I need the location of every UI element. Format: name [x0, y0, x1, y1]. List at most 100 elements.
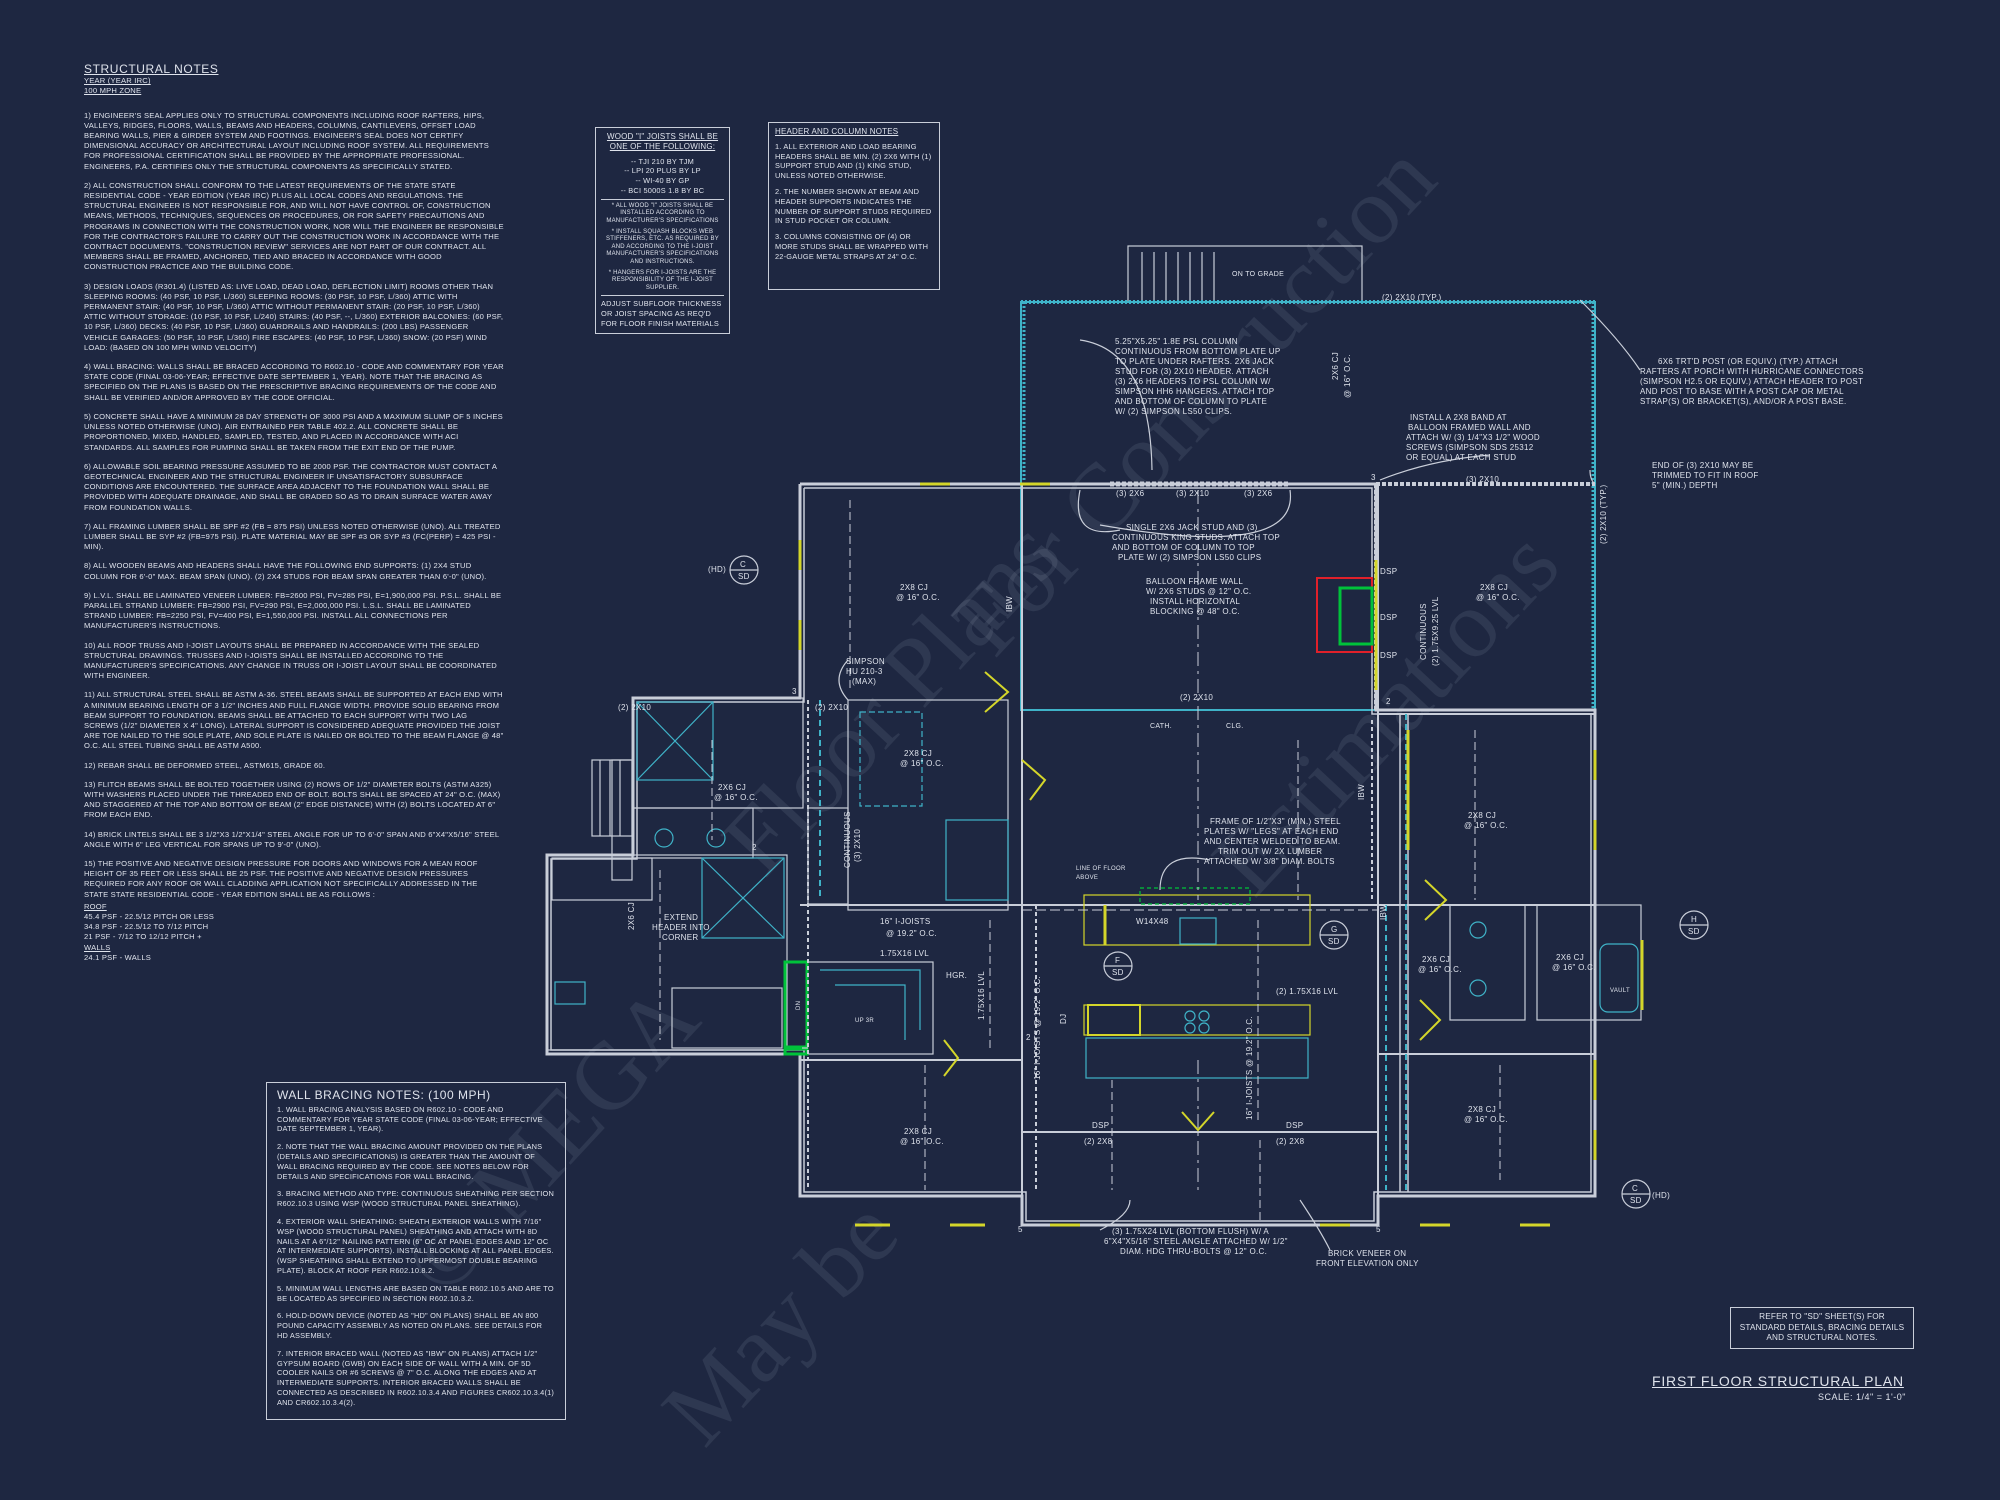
- note-paragraph: 15) THE POSITIVE AND NEGATIVE DESIGN PRE…: [84, 859, 478, 899]
- refer-sd-note: REFER TO "SD" SHEET(S) FOR STANDARD DETA…: [1730, 1307, 1914, 1349]
- wall-bracing-title: WALL BRACING NOTES: (100 MPH): [277, 1088, 491, 1102]
- lvl-label: (2) 1.75x16 LVL: [1276, 987, 1338, 996]
- stud-count: 5: [1018, 1225, 1023, 1234]
- simpson-label: SIMPSON: [846, 657, 885, 666]
- header-label: (3) 2x6: [1244, 489, 1273, 498]
- extend-header-note: EXTEND: [664, 913, 698, 922]
- psl-column-note: (3) 2x6 HEADERS TO PSL COLUMN W/: [1115, 377, 1271, 386]
- post-note: RAFTERS AT PORCH WITH HURRICANE CONNECTO…: [1640, 367, 1864, 376]
- joist-note: * HANGERS FOR I-JOISTS ARE THE RESPONSIB…: [601, 270, 724, 297]
- i-joist-vertical: 16" I-JOISTS @ 19.2" O.C.: [1033, 976, 1042, 1080]
- stud-count: 3: [792, 687, 797, 696]
- balloon-note: INSTALL HORIZONTAL: [1150, 597, 1240, 606]
- cj-spacing: @ 16" O.C.: [714, 793, 758, 802]
- cj-spacing: @ 16" O.C.: [896, 593, 940, 602]
- steel-beam-label: W14x48: [1136, 917, 1169, 926]
- header-label: (3) 2x6: [1116, 489, 1145, 498]
- jack-stud-note: SINGLE 2x6 JACK STUD AND (3): [1126, 523, 1258, 532]
- walls-line: 24.1 PSF - WALLS: [84, 952, 152, 962]
- h-label: H: [1691, 915, 1697, 924]
- band-note: SCREWS (SIMPSON SDS 25312: [1406, 443, 1534, 452]
- floor-line-label: ABOVE: [1076, 875, 1098, 881]
- i-joist-label: 16" I-JOISTS: [880, 917, 930, 926]
- frame-steel-note: FRAME OF 1/2"x3" (MIN.) STEEL: [1210, 817, 1341, 826]
- band-note: INSTALL A 2x8 BAND AT: [1410, 413, 1507, 422]
- simpson-label: HU 210-3: [846, 667, 883, 676]
- post-note: STRAP(S) OR BRACKET(S), AND/OR A POST BA…: [1640, 397, 1847, 406]
- bracing-paragraph: 3. BRACING METHOD AND TYPE: CONTINUOUS S…: [277, 1189, 555, 1209]
- balloon-note: BALLOON FRAME WALL: [1146, 577, 1243, 586]
- bracing-paragraph: 7. INTERIOR BRACED WALL (NOTED AS "IBW" …: [277, 1348, 555, 1407]
- i-joist-spacing: @ 19.2" O.C.: [886, 929, 937, 938]
- band-note: BALLOON FRAMED WALL AND: [1408, 423, 1531, 432]
- lvl-label: (2) 1.75x9.25 LVL: [1431, 596, 1440, 666]
- beam-label: (2) 2x10: [1180, 693, 1213, 702]
- continuous-label: (3) 2x10: [853, 829, 862, 862]
- g-label: G: [1331, 925, 1338, 934]
- sd-label: SD: [738, 572, 750, 581]
- post-note: AND POST TO BASE WITH A POST CAP OR META…: [1640, 387, 1844, 396]
- cj-label: 2x8 CJ: [1468, 1105, 1496, 1114]
- sheet-scale: SCALE: 1/4" = 1'-0": [1818, 1392, 1906, 1402]
- cj-label: 2x6 CJ: [1556, 953, 1584, 962]
- cj-spacing: @ 16" O.C.: [900, 1137, 944, 1146]
- ibw-label: IBW: [1005, 596, 1014, 612]
- cj-label: 2x8 CJ: [900, 583, 928, 592]
- joist-note: * INSTALL SQUASH BLOCKS WEB STIFFENERS, …: [606, 228, 719, 265]
- hd-label: (HD): [708, 565, 726, 574]
- band-note: ATTACH W/ (3) 1/4"x3 1/2" WOOD: [1406, 433, 1540, 442]
- note-paragraph: 5) CONCRETE SHALL HAVE A MINIMUM 28 DAY …: [84, 411, 503, 452]
- header-column-notes: HEADER AND COLUMN NOTES 1. ALL EXTERIOR …: [768, 122, 940, 290]
- stud-count: 2: [1026, 1033, 1031, 1042]
- post-note: (SIMPSON H2.5 OR EQUIV.) ATTACH HEADER T…: [1640, 377, 1863, 386]
- psl-column-note: W/ (2) SIMPSON LS50 CLIPS.: [1115, 407, 1232, 416]
- dsp-label: DSP: [1380, 567, 1397, 576]
- end-note: END OF (3) 2x10 MAY BE: [1652, 461, 1753, 470]
- note-paragraph: 9) L.V.L. SHALL BE LAMINATED VENEER LUMB…: [84, 590, 502, 631]
- note-paragraph: 3) DESIGN LOADS (R301.4) (LISTED AS: LIV…: [84, 281, 504, 352]
- balloon-note: W/ 2x6 STUDS @ 12" O.C.: [1146, 587, 1251, 596]
- cj-spacing: @ 16" O.C.: [1552, 963, 1596, 972]
- f-label: F: [1115, 956, 1120, 965]
- header-note: 2. THE NUMBER SHOWN AT BEAM AND HEADER S…: [775, 186, 932, 226]
- note-paragraph: 10) ALL ROOF TRUSS AND I-JOIST LAYOUTS S…: [84, 640, 497, 681]
- joist-option: -- WI-40 BY GP: [635, 176, 690, 186]
- cj-label: 2x6 CJ: [627, 902, 636, 930]
- cath-label: CATH.: [1150, 723, 1172, 730]
- kitchen-island: [1083, 894, 1311, 946]
- note-paragraph: 4) WALL BRACING: WALLS SHALL BE BRACED A…: [84, 362, 504, 402]
- to-grade-label: ON TO GRADE: [1232, 271, 1284, 278]
- hd-label: (HD): [1652, 1191, 1670, 1200]
- continuous-label: CONTINUOUS: [843, 811, 852, 868]
- notes-year: YEAR (YEAR IRC): [84, 76, 151, 86]
- c-label: C: [740, 560, 746, 569]
- brick-note: BRICK VENEER ON: [1328, 1249, 1406, 1258]
- note-paragraph: 13) FLITCH BEAMS SHALL BE BOLTED TOGETHE…: [84, 779, 501, 820]
- header-notes-title: HEADER AND COLUMN NOTES: [775, 127, 899, 136]
- end-note: 5" (MIN.) DEPTH: [1652, 481, 1718, 490]
- down-label: DN: [796, 1001, 802, 1010]
- end-note: TRIMMED TO FIT IN ROOF: [1652, 471, 1759, 480]
- right-bath: [1449, 904, 1526, 1021]
- psl-column-note: AND BOTTOM OF COLUMN TO PLATE: [1115, 397, 1267, 406]
- sheet-title: FIRST FLOOR STRUCTURAL PLAN: [1652, 1373, 1904, 1389]
- rear-porch: [1020, 301, 1596, 711]
- ibw-label: IBW: [1357, 784, 1366, 800]
- jack-stud-note: AND BOTTOM OF COLUMN TO TOP: [1112, 543, 1255, 552]
- frame-steel-note: TRIM OUT W/ 2x LUMBER: [1218, 847, 1322, 856]
- lvl-vertical: 1.75x16 LVL: [977, 971, 986, 1020]
- psl-column-note: STUD FOR (3) 2x10 HEADER. ATTACH: [1115, 367, 1269, 376]
- cj-label: 2x6 CJ: [718, 783, 746, 792]
- balloon-note: BLOCKING @ 48" O.C.: [1150, 607, 1240, 616]
- sd-label: SD: [1328, 937, 1340, 946]
- roof-line: 21 PSF - 7/12 TO 12/12 PITCH +: [84, 932, 202, 942]
- notes-wind-zone: 100 mph ZONE: [84, 86, 142, 96]
- right-beam-label: (2) 2x10 (TYP.): [1599, 484, 1608, 544]
- roof-line: 45.4 PSF - 22.5/12 PITCH OR LESS: [84, 912, 215, 922]
- band-note: OR EQUAL) AT EACH STUD: [1406, 453, 1516, 462]
- i-joist-vertical: 16" I-JOISTS @ 19.2" O.C.: [1245, 1016, 1254, 1120]
- stud-count: 2: [752, 843, 757, 852]
- dsp-label: DSP: [1286, 1121, 1303, 1130]
- porch-cj-spacing: @ 16" O.C.: [1343, 354, 1352, 398]
- dsp-label: DSP: [1380, 613, 1397, 622]
